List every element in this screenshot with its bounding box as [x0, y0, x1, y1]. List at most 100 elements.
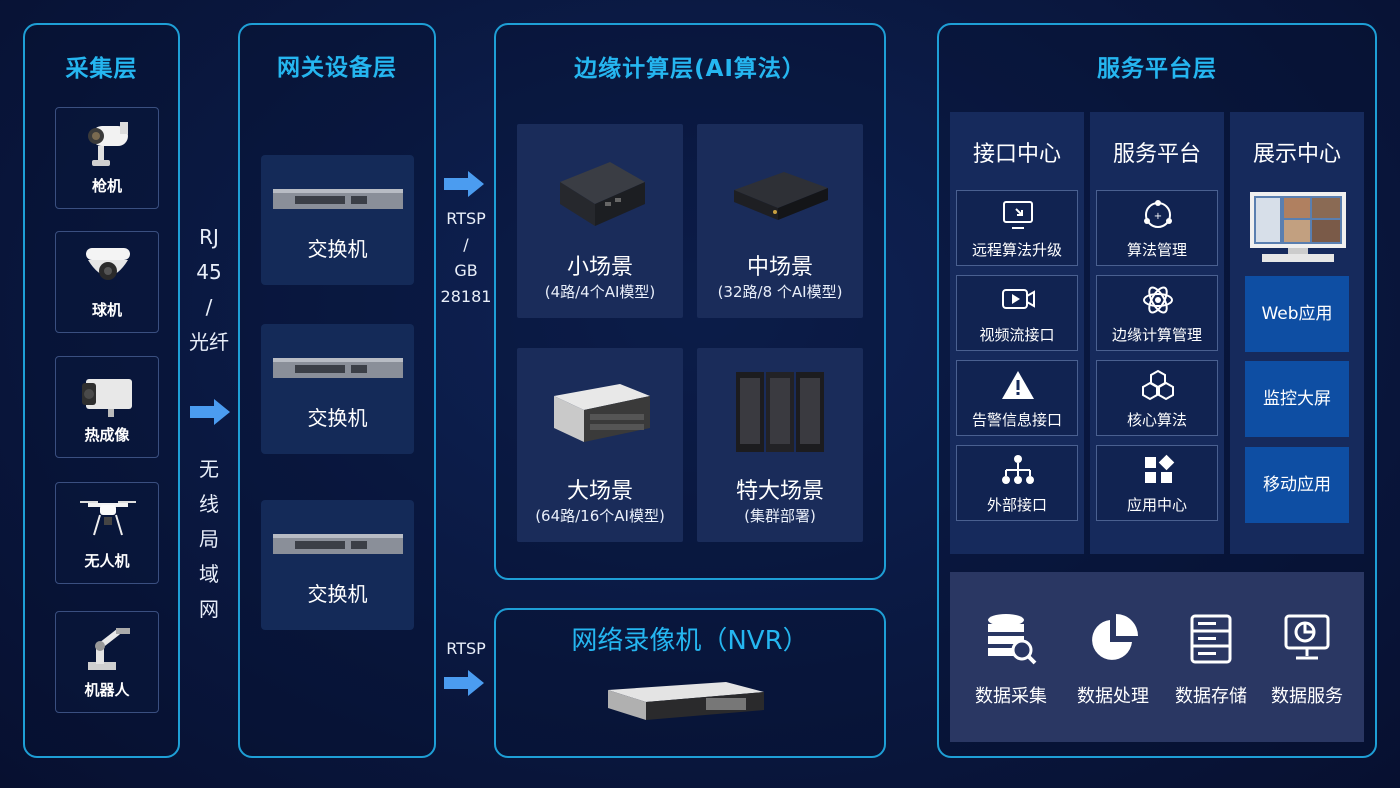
- column-header: 展示中心: [1252, 142, 1341, 167]
- drone-icon: [80, 501, 136, 536]
- data-service-storage[interactable]: 数据存储: [1166, 612, 1256, 708]
- edge-scene-card-medium[interactable]: 中场景 (32路/8 个AI模型): [697, 124, 863, 318]
- link-text: 45: [196, 260, 222, 284]
- data-service-serve[interactable]: 数据服务: [1262, 612, 1352, 708]
- edge-scene-card-xlarge[interactable]: 特大场景 (集群部署): [697, 348, 863, 542]
- link-text: 域: [199, 562, 219, 586]
- edge-scene-name: 特大场景: [735, 479, 824, 504]
- switch-label: 交换机: [307, 237, 368, 261]
- service-item-label: 应用中心: [1126, 496, 1187, 514]
- service-platform-column: 服务平台 + 算法管理 边缘计算管理 核心算法: [1090, 112, 1224, 554]
- service-item-app-center[interactable]: 应用中心: [1096, 445, 1218, 521]
- collection-layer-panel: 采集层 枪机 球机 热成像: [23, 23, 180, 758]
- switch-label: 交换机: [307, 406, 368, 430]
- edge-scene-name: 中场景: [746, 255, 813, 280]
- data-service-label: 数据处理: [1077, 686, 1149, 707]
- thermal-camera-icon: [82, 379, 132, 417]
- edge-scene-sub: (64路/16个AI模型): [535, 507, 665, 525]
- nvr-device-icon: [608, 682, 764, 720]
- link-label-wireless: 无 线 局 域 网: [185, 452, 233, 627]
- link-text: /: [205, 295, 213, 319]
- service-item-video-stream[interactable]: 视频流接口: [956, 275, 1078, 351]
- display-screen-icon: [1250, 192, 1346, 262]
- edge-layer-title: 边缘计算层(AI算法）: [574, 56, 806, 82]
- atom-icon: [1143, 286, 1173, 314]
- device-label: 球机: [91, 301, 122, 319]
- link-text: RTSP: [446, 209, 486, 228]
- column-header: 接口中心: [972, 142, 1061, 167]
- link-text: 28181: [440, 287, 492, 306]
- data-service-process[interactable]: 数据处理: [1068, 612, 1158, 708]
- service-item-core-algorithm[interactable]: 核心算法: [1096, 360, 1218, 436]
- device-card-drone[interactable]: 无人机: [55, 482, 159, 584]
- edge-scene-name: 大场景: [566, 479, 633, 504]
- network-switch-icon: [273, 358, 403, 378]
- data-service-collect[interactable]: 数据采集: [966, 612, 1056, 708]
- link-label-wired: RJ 45 / 光纤: [185, 220, 233, 360]
- device-card-dome-camera[interactable]: 球机: [55, 231, 159, 333]
- data-service-label: 数据服务: [1271, 686, 1343, 707]
- arrow-right-icon: [190, 399, 230, 425]
- storage-list-icon: [1190, 614, 1232, 664]
- rack-server-icon: [554, 384, 650, 442]
- service-item-label: 核心算法: [1126, 411, 1187, 429]
- device-label: 枪机: [91, 177, 122, 195]
- service-item-remote-upgrade[interactable]: 远程算法升级: [956, 190, 1078, 266]
- warning-icon: [1002, 371, 1034, 399]
- service-item-label: 外部接口: [986, 496, 1047, 514]
- link-text: /: [463, 235, 469, 254]
- network-switch-icon: [273, 189, 403, 209]
- data-service-icon: [1284, 614, 1330, 660]
- link-text: GB: [454, 261, 478, 280]
- svg-text:+: +: [1154, 211, 1162, 222]
- service-layer-title: 服务平台层: [1097, 56, 1217, 82]
- service-item-external-interface[interactable]: 外部接口: [956, 445, 1078, 521]
- link-text: 线: [199, 492, 219, 516]
- switch-card[interactable]: 交换机: [261, 324, 414, 454]
- server-cluster-icon: [736, 372, 824, 452]
- edge-scene-card-large[interactable]: 大场景 (64路/16个AI模型): [517, 348, 683, 542]
- web-app-button[interactable]: Web应用: [1245, 276, 1349, 352]
- mobile-app-button[interactable]: 移动应用: [1245, 447, 1349, 523]
- edge-scene-sub: (4路/4个AI模型): [544, 283, 656, 301]
- nvr-title: 网络录像机（NVR）: [571, 626, 809, 656]
- nvr-panel: 网络录像机（NVR）: [494, 608, 886, 758]
- service-item-label: 视频流接口: [979, 326, 1055, 344]
- edge-scene-sub: (集群部署): [744, 507, 816, 525]
- service-item-label: 算法管理: [1126, 241, 1187, 259]
- network-tree-icon: [1002, 455, 1034, 484]
- service-item-alarm-interface[interactable]: 告警信息接口: [956, 360, 1078, 436]
- link-text: 局: [199, 527, 219, 551]
- edge-box-icon: [734, 172, 828, 220]
- device-card-robot[interactable]: 机器人: [55, 611, 159, 713]
- link-label-nvr: RTSP: [446, 639, 486, 658]
- cubes-icon: [1142, 369, 1174, 401]
- link-text: 无: [199, 457, 219, 481]
- edge-scene-card-small[interactable]: 小场景 (4路/4个AI模型): [517, 124, 683, 318]
- device-card-bullet-camera[interactable]: 枪机: [55, 107, 159, 209]
- link-text: 光纤: [189, 330, 229, 354]
- bullet-camera-icon: [88, 122, 128, 166]
- column-header: 服务平台: [1112, 142, 1201, 167]
- device-label: 热成像: [84, 426, 130, 444]
- arrow-right-icon: [444, 670, 484, 696]
- link-text: RJ: [199, 225, 219, 249]
- collection-layer-title: 采集层: [65, 56, 138, 82]
- data-service-label: 数据采集: [975, 686, 1047, 707]
- app-grid-icon: [1145, 454, 1175, 483]
- switch-card[interactable]: 交换机: [261, 500, 414, 630]
- algorithm-icon: +: [1144, 200, 1172, 228]
- device-card-thermal-camera[interactable]: 热成像: [55, 356, 159, 458]
- edge-scene-name: 小场景: [566, 255, 633, 280]
- service-item-edge-management[interactable]: 边缘计算管理: [1096, 275, 1218, 351]
- data-service-label: 数据存储: [1175, 686, 1247, 707]
- link-text: 网: [199, 597, 219, 621]
- monitor-screen-button[interactable]: 监控大屏: [1245, 361, 1349, 437]
- service-item-algorithm-management[interactable]: + 算法管理: [1096, 190, 1218, 266]
- link-label-edge: RTSP / GB 28181: [436, 206, 496, 310]
- pie-chart-icon: [1092, 614, 1138, 660]
- switch-card[interactable]: 交换机: [261, 155, 414, 285]
- service-item-label: 边缘计算管理: [1111, 326, 1202, 344]
- arrow-right-icon: [444, 171, 484, 197]
- device-label: 无人机: [84, 552, 130, 570]
